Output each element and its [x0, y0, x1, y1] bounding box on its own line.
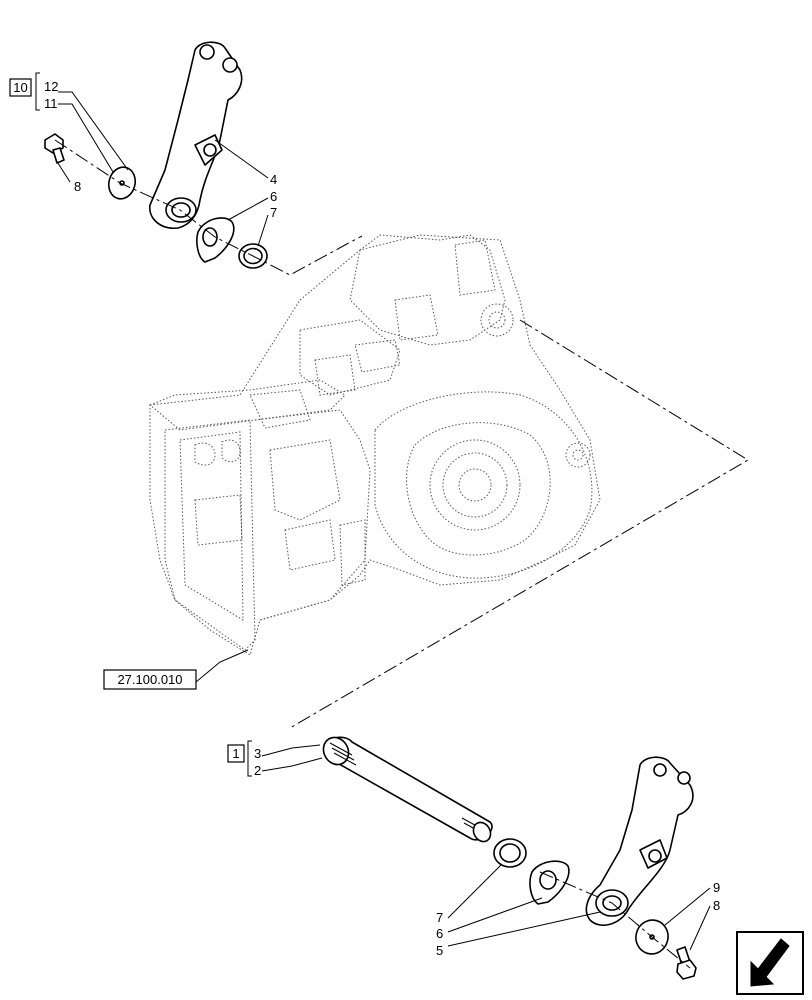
- callout-labels: 12 11 8 4 6 7 3 2 7 6 5 9 8: [44, 79, 720, 958]
- callout-2: 2: [254, 763, 261, 778]
- callout-3: 3: [254, 746, 261, 761]
- lift-arm-top[interactable]: [149, 41, 243, 229]
- transmission-housing: [149, 234, 601, 656]
- housing-reference-label: 27.100.010: [117, 672, 182, 687]
- callout-5: 5: [436, 943, 443, 958]
- leader-lines: [55, 91, 711, 951]
- washer-top[interactable]: [105, 164, 138, 202]
- spacer-plate-bottom[interactable]: [529, 860, 570, 905]
- callout-8-top: 8: [74, 179, 81, 194]
- housing-reference-box[interactable]: 27.100.010: [103, 669, 197, 690]
- callout-4: 4: [270, 172, 277, 187]
- seal-ring-bottom[interactable]: [493, 838, 527, 868]
- cross-shaft[interactable]: [319, 733, 494, 845]
- callout-11: 11: [44, 96, 58, 111]
- callout-6-bottom: 6: [436, 926, 443, 941]
- group-1-label: 1: [232, 746, 239, 761]
- callout-7-bottom: 7: [436, 910, 443, 925]
- assembly-axis-top: [54, 139, 363, 276]
- bolt-top[interactable]: [44, 133, 65, 164]
- callout-12: 12: [44, 79, 58, 94]
- bolt-bottom[interactable]: [676, 946, 697, 980]
- assembly-axis-bottom: [539, 871, 691, 969]
- callout-8-bottom: 8: [713, 898, 720, 913]
- spacer-plate-top[interactable]: [196, 217, 235, 263]
- callout-6-top: 6: [270, 189, 277, 204]
- group-10-label: 10: [13, 80, 27, 95]
- arrow-down-left-icon[interactable]: [736, 931, 804, 995]
- group-box-1: 1: [227, 740, 252, 777]
- lift-arm-bottom[interactable]: [585, 756, 694, 926]
- group-box-10: 10: [9, 72, 40, 111]
- callout-7-top: 7: [270, 205, 277, 220]
- callout-9: 9: [713, 880, 720, 895]
